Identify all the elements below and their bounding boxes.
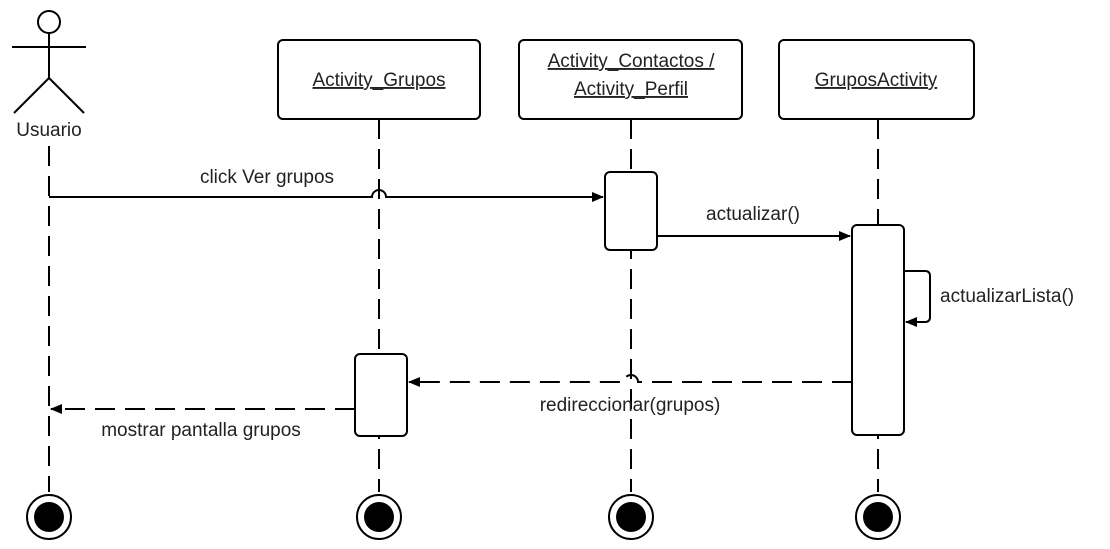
message-mostrar-pantalla[interactable]: mostrar pantalla grupos xyxy=(50,404,355,441)
lifeline-label-line-1: Activity_Contactos / xyxy=(548,51,716,72)
lifeline-box-activity-contactos-perfil[interactable]: Activity_Contactos / Activity_Perfil xyxy=(518,39,743,120)
message-label: click Ver grupos xyxy=(200,167,334,188)
end-state-gruposactivity xyxy=(855,494,901,540)
actor-head xyxy=(37,10,61,34)
lifeline-box-activity-grupos[interactable]: Activity_Grupos xyxy=(277,39,481,120)
lifeline-label: Activity_Grupos xyxy=(312,70,445,91)
message-click-ver-grupos[interactable]: click Ver grupos xyxy=(49,167,604,202)
actor-usuario: Usuario xyxy=(12,10,86,141)
end-state-activity-grupos xyxy=(356,494,402,540)
lifeline-box-gruposactivity[interactable]: GruposActivity xyxy=(778,39,975,120)
message-redireccionar[interactable]: redireccionar(grupos) xyxy=(408,374,852,416)
actor-leg-right xyxy=(48,77,85,114)
message-label: actualizar() xyxy=(706,204,800,225)
message-actualizarlista[interactable]: actualizarLista() xyxy=(904,270,1074,327)
message-label: actualizarLista() xyxy=(940,286,1074,307)
actor-leg-left xyxy=(13,77,50,114)
end-state-activity-contactos-perfil xyxy=(608,494,654,540)
actor-label: Usuario xyxy=(16,120,81,141)
message-label: mostrar pantalla grupos xyxy=(101,420,301,441)
activation-bar-activity-contactos xyxy=(604,171,658,251)
message-label: redireccionar(grupos) xyxy=(540,395,721,416)
end-state-usuario xyxy=(26,494,72,540)
activation-bar-activity-grupos xyxy=(354,353,408,437)
lifeline-label-line-2: Activity_Perfil xyxy=(574,79,688,100)
activation-bar-gruposactivity xyxy=(851,224,905,436)
lifeline-label: GruposActivity xyxy=(815,70,938,91)
message-actualizar[interactable]: actualizar() xyxy=(657,204,851,241)
